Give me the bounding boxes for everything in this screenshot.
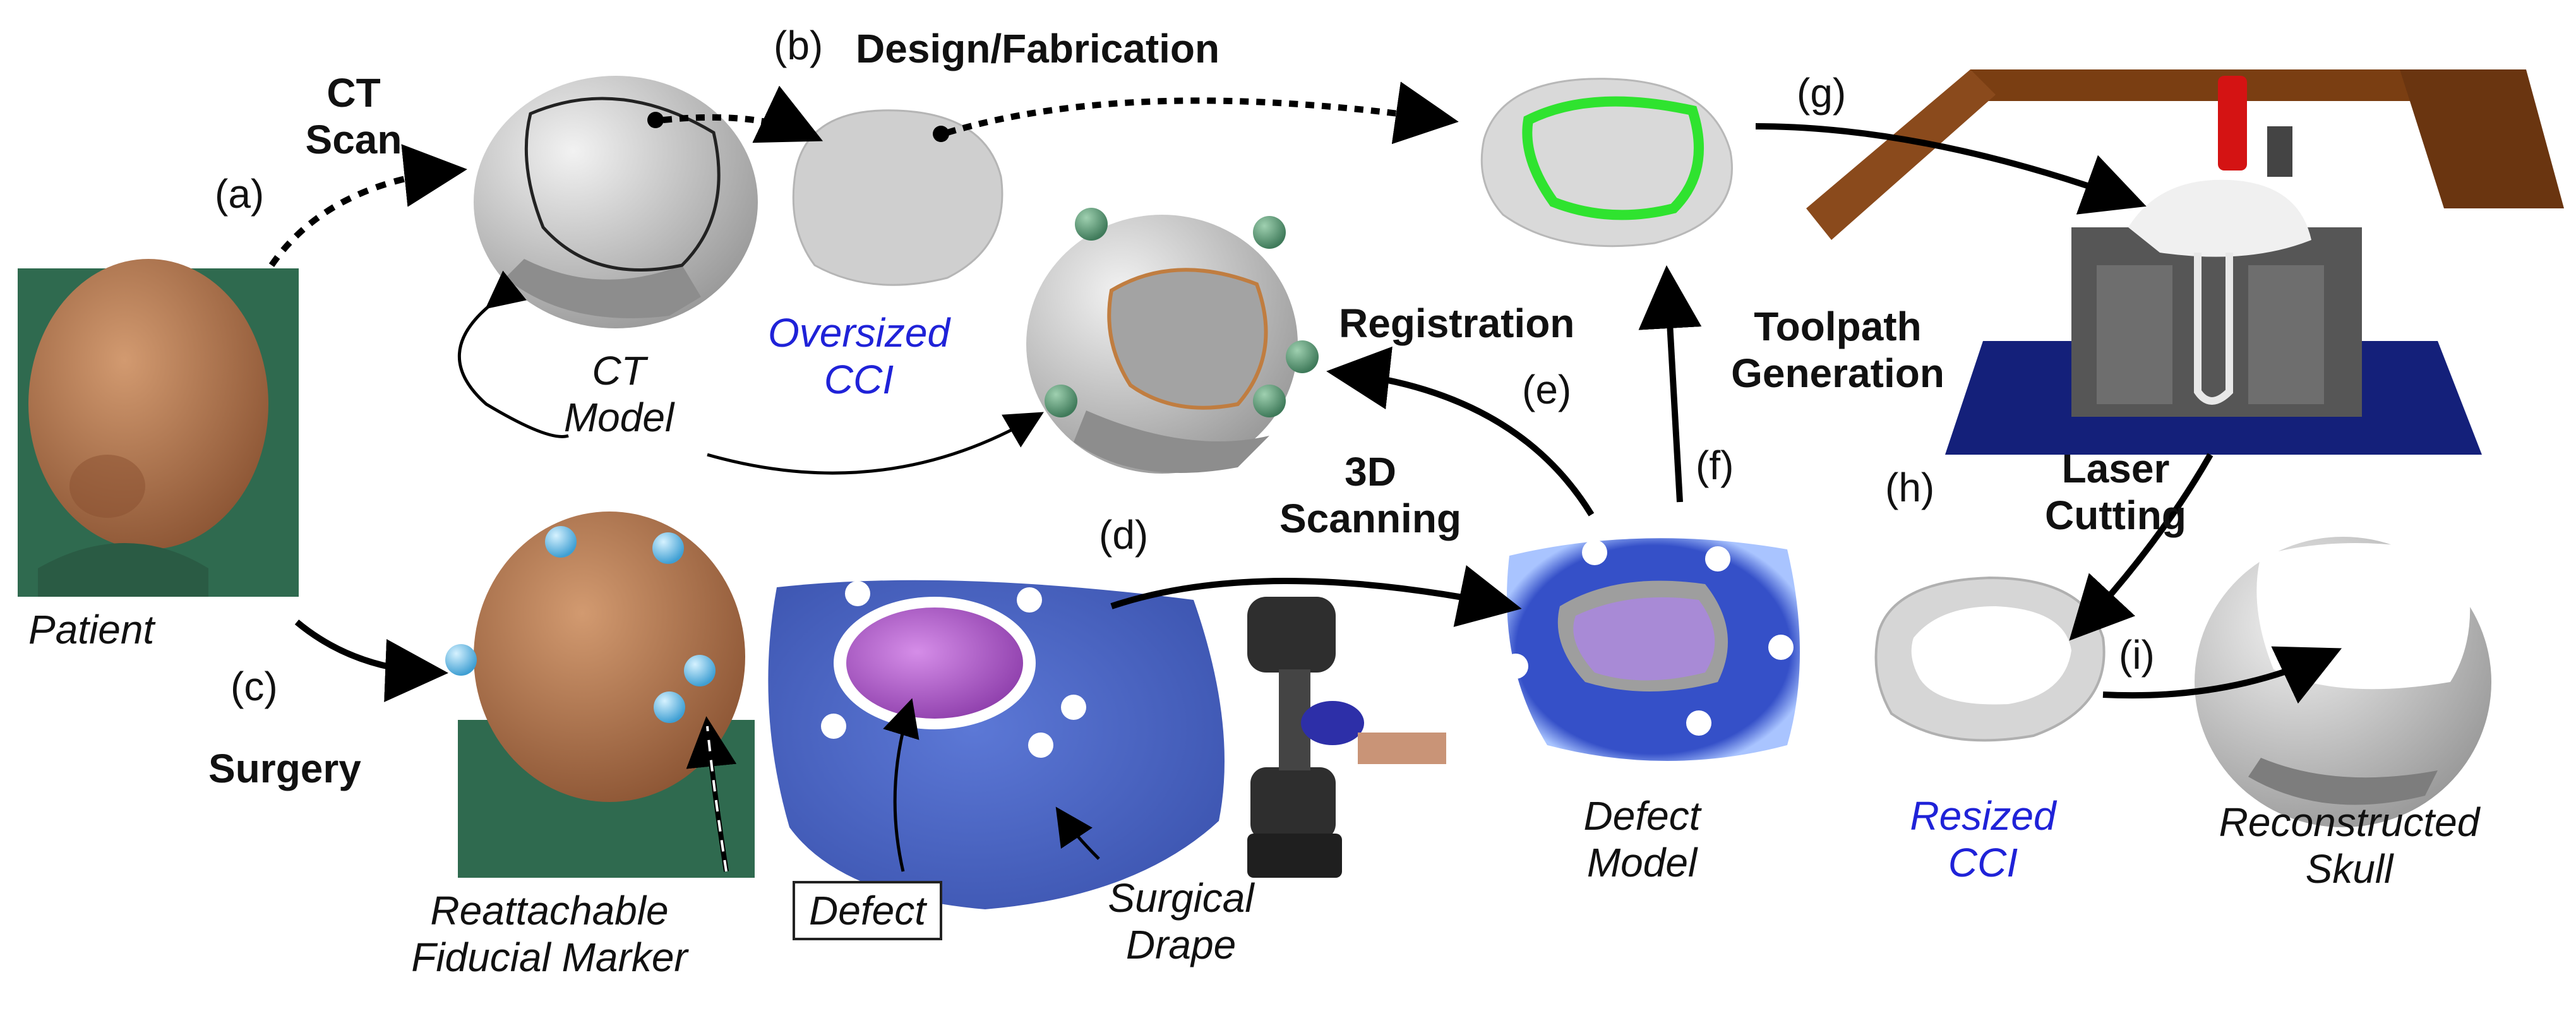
surgical-drape-line-2: Drape (1125, 922, 1237, 967)
fiducial-marker-line-1: Reattachable (430, 888, 669, 933)
laser-cutter-image (1806, 69, 2564, 455)
fiducial-marker-label: Reattachable Fiducial Marker (373, 887, 726, 981)
step-label-a: (a) (215, 171, 265, 217)
toolpath-cci-image (1480, 78, 1733, 248)
laser-cutting-label: Laser Cutting (2021, 445, 2210, 539)
marker-head-image (445, 512, 755, 878)
fiducial-marker-line-2: Fiducial Marker (411, 935, 688, 980)
step-label-h: (h) (1885, 465, 1935, 510)
reconstructed-skull-line-1: Reconstructed (2219, 799, 2480, 845)
resized-cci-label: Resized CCI (1888, 793, 2078, 886)
3d-scanning-line-1: 3D (1345, 449, 1396, 494)
surgical-drape-label: Surgical Drape (1074, 875, 1288, 968)
laser-cutting-line-1: Laser (2061, 446, 2170, 491)
3d-scanning-line-2: Scanning (1279, 496, 1462, 541)
toolpath-line-2: Generation (1731, 350, 1944, 396)
resized-cci-line-2: CCI (1948, 840, 2018, 885)
reconstructed-skull-label: Reconstructed Skull (2198, 799, 2501, 892)
oversized-cci-line-2: CCI (824, 357, 894, 402)
defect-label: Defect (793, 881, 942, 940)
patient-photo (18, 259, 299, 597)
step-label-d: (d) (1099, 512, 1149, 558)
ct-scan-line-2: Scan (305, 117, 402, 162)
ct-model-line-1: CT (592, 348, 646, 393)
design-fabrication-label: Design/Fabrication (856, 26, 1220, 71)
surgical-drape-image (768, 580, 1225, 909)
step-label-i: (i) (2119, 632, 2155, 678)
step-label-f: (f) (1696, 443, 1734, 488)
toolpath-line-1: Toolpath (1754, 304, 1922, 349)
registration-label: Registration (1339, 301, 1575, 346)
surgical-drape-line-1: Surgical (1108, 875, 1254, 921)
laser-cutting-line-2: Cutting (2045, 493, 2186, 538)
ct-model-image (474, 76, 758, 328)
defect-model-label: Defect Model (1547, 793, 1737, 886)
resized-cci-image (1874, 576, 2106, 742)
step-label-b: (b) (774, 23, 824, 68)
step-label-c: (c) (231, 664, 278, 709)
surgery-label: Surgery (208, 746, 361, 791)
step-label-g: (g) (1797, 70, 1847, 116)
step-label-e: (e) (1522, 367, 1572, 412)
toolpath-generation-label: Toolpath Generation (1705, 303, 1970, 397)
ct-scan-label: CT Scan (278, 69, 429, 163)
ct-scan-line-1: CT (326, 70, 381, 116)
defect-model-line-2: Model (1586, 840, 1698, 885)
oversized-cci-label: Oversized CCI (733, 309, 985, 403)
defect-model-image (1503, 538, 1800, 761)
oversized-cci-line-1: Oversized (767, 310, 950, 356)
flow-arrows (268, 81, 2342, 872)
defect-model-line-1: Defect (1583, 793, 1701, 839)
resized-cci-line-1: Resized (1910, 793, 2056, 839)
registered-skull-image (1026, 208, 1319, 474)
oversized-cci-image (792, 109, 1003, 286)
reconstructed-skull-line-2: Skull (2305, 846, 2393, 892)
3d-scanning-label: 3D Scanning (1276, 448, 1465, 542)
ct-model-line-2: Model (563, 395, 674, 440)
3d-scanner-image (1247, 597, 1446, 878)
ct-model-label: CT Model (543, 347, 695, 441)
patient-label: Patient (28, 607, 155, 652)
